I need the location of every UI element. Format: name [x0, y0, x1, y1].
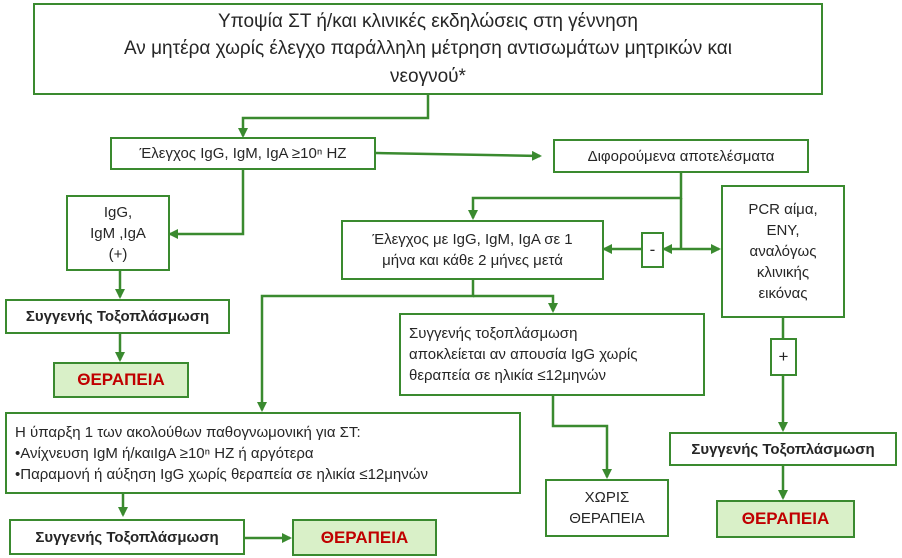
therapy-left-box: ΘΕΡΑΠΕΙΑ	[53, 362, 189, 398]
negative-result-box: -	[641, 232, 664, 268]
excluded-line-3: θεραπεία σε ηλικία ≤12μηνών	[409, 367, 607, 384]
suspicion-line-3: νεογνού*	[390, 65, 466, 87]
no-therapy-box: ΧΩΡΙΣ ΘΕΡΑΠΕΙΑ	[545, 479, 669, 537]
pcr-line-4: κλινικής	[756, 264, 810, 281]
pathognomonic-line-3: •Παραμονή ή αύξηση IgG χωρίς θεραπεία σε…	[15, 465, 428, 483]
pcr-line-1: PCR αίμα,	[748, 201, 818, 218]
congenital-toxo-bottom-box: Συγγενής Τοξοπλάσμωση	[9, 519, 245, 555]
positive-line-3: (+)	[108, 245, 128, 263]
pcr-line-3: αναλόγως	[749, 243, 817, 260]
arrow-differing-to-followup	[468, 173, 683, 220]
congenital-bottom-label: Συγγενής Τοξοπλάσμωση	[35, 528, 219, 546]
excluded-box: Συγγενής τοξοπλάσμωση αποκλείεται αν απο…	[399, 313, 705, 396]
positive-line-1: IgG,	[103, 203, 133, 221]
followup-line-2: μήνα και κάθε 2 μήνες μετά	[382, 252, 563, 269]
followup-test-box: Έλεγχος με IgG, IgM, IgA σε 1 μήνα και κ…	[341, 220, 604, 280]
suspicion-line-2: Αν μητέρα χωρίς έλεγχο παράλληλη μέτρηση…	[123, 38, 733, 60]
excluded-line-1: Συγγενής τοξοπλάσμωση	[409, 325, 578, 342]
pathognomonic-line-2: •Ανίχνευση IgM ή/καιIgA ≥10ⁿ HZ ή αργότε…	[15, 444, 314, 462]
therapy-left-label: ΘΕΡΑΠΕΙΑ	[77, 370, 165, 390]
positive-antibodies-box: IgG, IgM ,IgA (+)	[66, 195, 170, 271]
plus-sign: +	[778, 347, 789, 367]
initial-test-label: Έλεγχος IgG, IgM, IgA ≥10ⁿ HZ	[139, 145, 347, 162]
arrow-excluded-to-notherapy	[551, 396, 612, 479]
therapy-bottom-label: ΘΕΡΑΠΕΙΑ	[320, 527, 409, 547]
congenital-right-label: Συγγενής Τοξοπλάσμωση	[691, 440, 875, 458]
no-therapy-line-2: ΘΕΡΑΠΕΙΑ	[569, 510, 645, 527]
arrow-followup-to-excluded	[473, 294, 558, 313]
differing-results-box: Διφορούμενα αποτελέσματα	[553, 139, 809, 173]
pathognomonic-box: Η ύπαρξη 1 των ακολούθων παθογνωμονική γ…	[5, 412, 521, 494]
therapy-right-label: ΘΕΡΑΠΕΙΑ	[741, 509, 830, 529]
congenital-toxo-left-box: Συγγενής Τοξοπλάσμωση	[5, 299, 230, 334]
congenital-toxo-right-box: Συγγενής Τοξοπλάσμωση	[669, 432, 897, 466]
arrow-test-to-differing	[375, 150, 542, 161]
arrow-top-to-test	[238, 95, 430, 138]
no-therapy-line-1: ΧΩΡΙΣ	[584, 489, 630, 506]
positive-result-box: +	[770, 338, 797, 376]
excluded-line-2: αποκλείεται αν απουσία IgG χωρίς	[409, 346, 638, 363]
pathognomonic-line-1: Η ύπαρξη 1 των ακολούθων παθογνωμονική γ…	[15, 423, 361, 441]
pcr-box: PCR αίμα, ΕΝΥ, αναλόγως κλινικής εικόνας	[721, 185, 845, 318]
pcr-line-2: ΕΝΥ,	[766, 222, 800, 239]
minus-sign: -	[649, 240, 656, 260]
pcr-line-5: εικόνας	[758, 285, 808, 302]
therapy-right-box: ΘΕΡΑΠΕΙΑ	[716, 500, 855, 538]
differing-results-label: Διφορούμενα αποτελέσματα	[587, 147, 775, 165]
congenital-left-label: Συγγενής Τοξοπλάσμωση	[25, 308, 210, 325]
suspicion-box: Υποψία ΣΤ ή/και κλινικές εκδηλώσεις στη …	[33, 3, 823, 95]
positive-line-2: IgM ,IgA	[90, 224, 146, 242]
arrow-followup-split	[257, 280, 475, 412]
initial-test-box: Έλεγχος IgG, IgM, IgA ≥10ⁿ HZ	[110, 137, 376, 170]
suspicion-line-1: Υποψία ΣΤ ή/και κλινικές εκδηλώσεις στη …	[217, 10, 639, 32]
arrow-test-to-positive	[168, 170, 245, 239]
followup-line-1: Έλεγχος με IgG, IgM, IgA σε 1	[372, 231, 573, 248]
therapy-bottom-box: ΘΕΡΑΠΕΙΑ	[292, 519, 437, 556]
